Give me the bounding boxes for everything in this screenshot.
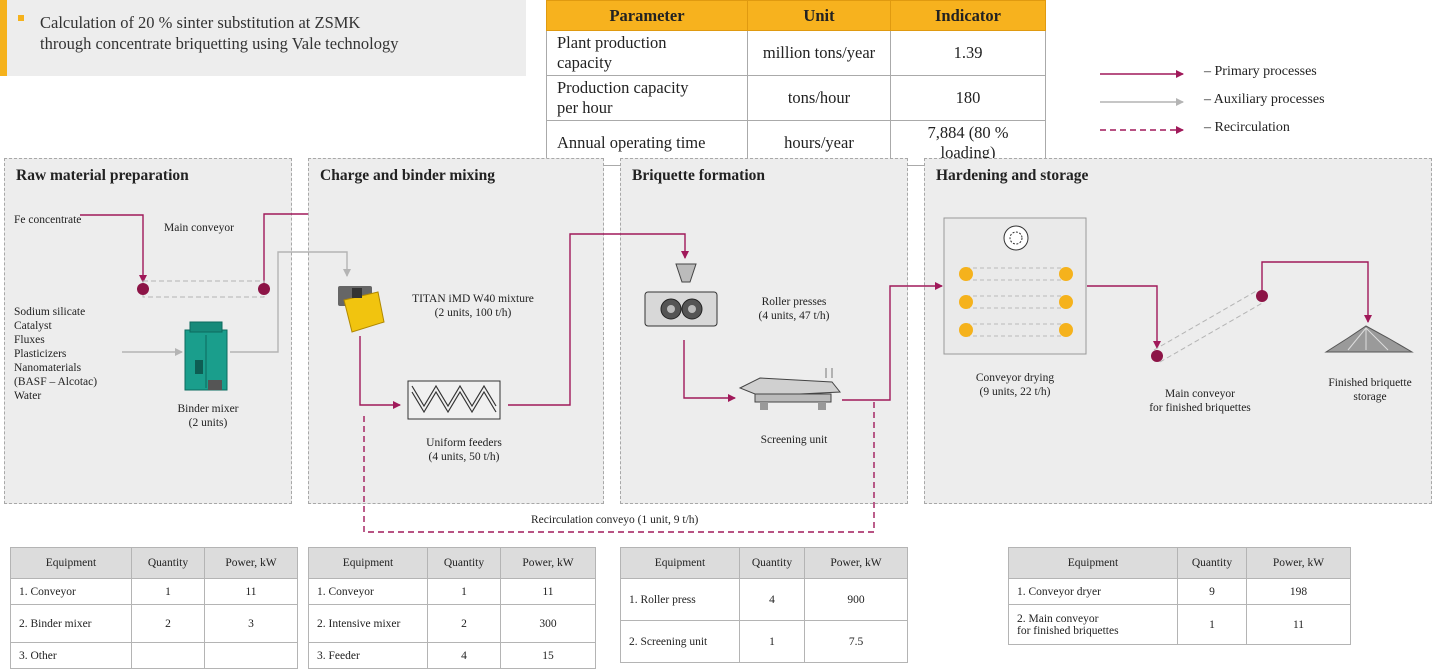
power-header: Power, kW [804,547,908,579]
equipment-header: Equipment [1008,547,1178,579]
quantity-header: Quantity [427,547,501,579]
unit-header: Unit [747,0,891,31]
screening-unit-label: Screening unit [760,434,828,446]
quantity-header: Quantity [739,547,805,579]
equipment-header: Equipment [10,547,132,579]
equipment-table-raw: Equipment Quantity Power, kW 1. Conveyor… [10,547,298,669]
power-header: Power, kW [1246,547,1351,579]
conveyor-drying-label: Conveyor drying(9 units, 22 t/h) [975,372,1055,398]
callout-text: Calculation of 20 % sinter substitution … [40,13,399,53]
equipment-header: Equipment [308,547,428,579]
legend-lines [1100,70,1184,134]
binder-materials-list: Sodium silicate Catalyst Fluxes Plastici… [14,306,98,402]
finished-conveyor-icon [1151,289,1268,363]
mixer-label: TITAN iMD W40 mixture(2 units, 100 t/h) [412,293,534,319]
legend-primary-label: – Primary processes [1204,64,1317,79]
panel-raw-material [4,158,292,504]
auxiliary-flow-lines [122,251,351,356]
panel-title-formation: Briquette formation [632,167,766,184]
panel-title-mixing: Charge and binder mixing [320,167,495,184]
panel-title-raw: Raw material preparation [16,167,189,184]
equipment-table-formation: Equipment Quantity Power, kW 1. Roller p… [620,547,908,663]
legend-recirculation-label: – Recirculation [1204,120,1290,135]
primary-flow-lines [80,213,1372,409]
unit-cell: million tons/year [747,30,891,76]
unit-cell: tons/hour [747,75,891,121]
quantity-header: Quantity [1177,547,1247,579]
briquette-storage-icon [1324,325,1414,353]
value-cell: 7,884 (80 % loading) [890,120,1046,166]
roller-press-label: Roller presses(4 units, 47 t/h) [758,296,830,322]
intensive-mixer-icon [338,286,385,333]
feeders-label: Uniform feeders(4 units, 50 t/h) [426,437,502,463]
equipment-header: Equipment [620,547,740,579]
panel-formation [620,158,908,504]
quantity-header: Quantity [131,547,205,579]
bullet-icon [18,15,24,21]
binder-mixer-label: Binder mixer(2 units) [177,403,239,429]
power-header: Power, kW [204,547,298,579]
uniform-feeders-icon [407,380,501,420]
conveyor-dryer-icon [943,217,1087,355]
panel-mixing [308,158,604,504]
fe-concentrate-label: Fe concentrate [14,214,82,226]
equipment-table-mixing: Equipment Quantity Power, kW 1. Conveyor… [308,547,596,669]
main-conveyor-label: Main conveyor [164,222,234,234]
table-row: 3. Other [10,642,298,669]
callout-accent-bar [0,0,7,76]
param-header: Parameter [546,0,748,31]
equipment-table-hardening: Equipment Quantity Power, kW 1. Conveyor… [1008,547,1351,645]
value-cell: 1.39 [890,30,1046,76]
screening-unit-icon [738,368,842,410]
roller-press-icon [644,263,718,327]
panel-title-hardening: Hardening and storage [936,167,1089,184]
legend-auxiliary-label: – Auxiliary processes [1204,92,1325,107]
power-header: Power, kW [500,547,596,579]
recirculation-label: Recirculation conveyo (1 unit, 9 t/h) [531,514,699,526]
binder-mixer-icon [184,321,228,391]
recirculation-line [363,402,875,533]
main-conveyor-icon [137,280,270,298]
callout-box [0,0,526,76]
